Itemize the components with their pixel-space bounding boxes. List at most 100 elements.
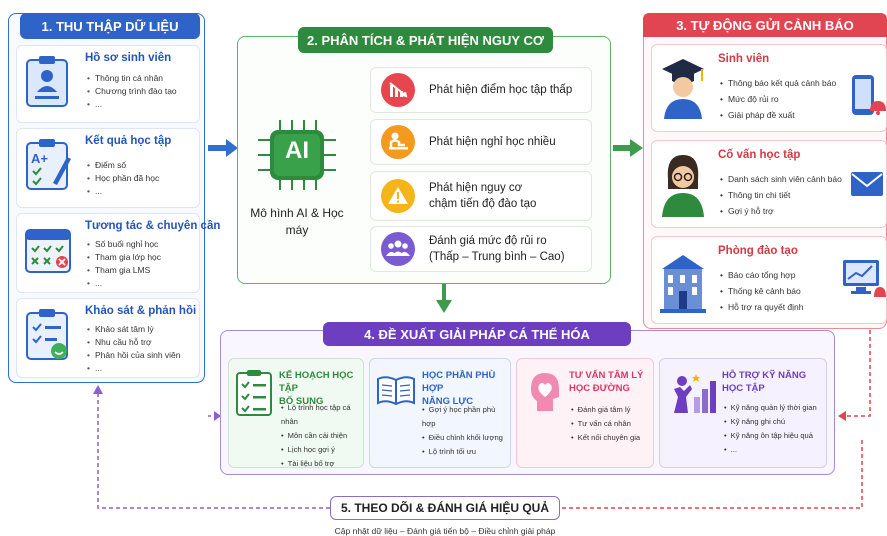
risk-low-score: Phát hiện điểm học tập thấp (370, 67, 592, 113)
card-items: Kỹ năng quản lý thời gian Kỹ năng ghi ch… (724, 401, 817, 457)
list-item: Điều chỉnh khối lượng (422, 431, 510, 445)
checklist-icon (236, 370, 272, 416)
advisor-icon (662, 155, 704, 217)
risk-text: Đánh giá mức độ rủi ro (Thấp – Trung bìn… (429, 235, 565, 263)
card-title: Sinh viên (718, 53, 770, 65)
ai-chip-label: AI (285, 137, 309, 164)
list-item: Phản hồi của sinh viên (87, 349, 181, 362)
grade-sheet-icon: A+ (26, 139, 71, 190)
risk-text: Phát hiện điểm học tập thấp (429, 84, 573, 96)
warning-icon (381, 179, 415, 213)
section5-title: 5. THEO DÕI & ĐÁNH GIÁ HIỆU QUẢ (330, 496, 560, 520)
list-item: Tham gia lớp học (87, 251, 161, 264)
card-counseling: TƯ VẤN TÂM LÝ HỌC ĐƯỜNG Đánh giá tâm lý … (516, 358, 654, 468)
list-item: ... (87, 277, 161, 290)
ai-model-label: Mô hình AI & Học máy (250, 206, 344, 237)
risk-text: Phát hiện nguy cơ chậm tiến độ đào tạo (429, 182, 537, 210)
section1-title: 1. THU THẬP DỮ LIỆU (20, 13, 200, 39)
list-item: Tài liệu bổ trợ (281, 457, 363, 471)
card-title: Kết quả học tập (85, 135, 172, 147)
section5-subtitle: Cập nhật dữ liệu – Đánh giá tiến bộ – Đi… (334, 526, 556, 536)
list-item: Lịch học gợi ý (281, 443, 363, 457)
list-item: Lộ trình tối ưu (422, 445, 510, 459)
card-survey-feedback: Khảo sát & phản hồi Khảo sát tâm lý Nhu … (16, 298, 200, 378)
list-item: Môn cần cải thiện (281, 429, 363, 443)
card-academic-results: A+ Kết quả học tập Điểm số Học phần đã h… (16, 128, 200, 208)
card-alert-office: Phòng đào tạo Báo cáo tổng hợp Thống kê … (651, 236, 887, 324)
list-item: Kỹ năng ghi chú (724, 415, 817, 429)
card-title: TƯ VẤN TÂM LÝ HỌC ĐƯỜNG (569, 370, 644, 394)
card-study-skills: HỖ TRỢ KỸ NĂNG HỌC TẬP Kỹ năng quản lý t… (659, 358, 827, 468)
card-title: Hồ sơ sinh viên (85, 52, 172, 64)
survey-clipboard-icon (26, 309, 68, 360)
id-card-icon (26, 56, 68, 107)
list-item: Học phần đã học (87, 172, 159, 185)
list-item: Kết nối chuyên gia (571, 431, 640, 445)
card-items: Danh sách sinh viên cảnh báo Thông tin c… (720, 171, 842, 219)
card-title: Phòng đào tạo (718, 245, 798, 257)
card-course-fit: HỌC PHẦN PHÙ HỢP NĂNG LỰC Gợi ý học phần… (369, 358, 511, 468)
svg-text:A+: A+ (31, 151, 48, 166)
list-item: Báo cáo tổng hợp (720, 267, 803, 283)
section3-title: 3. TỰ ĐỘNG GỬI CẢNH BÁO (643, 13, 887, 37)
calendar-icon (25, 229, 71, 273)
monitor-chart-icon (843, 260, 886, 297)
card-items: Lộ trình học tập cá nhân Môn cần cải thi… (281, 401, 363, 471)
card-items: Gợi ý học phần phù hợp Điều chỉnh khối l… (422, 403, 510, 459)
list-item: Giải pháp đề xuất (720, 107, 836, 123)
list-item: Tham gia LMS (87, 264, 161, 277)
list-item: Gợi ý hỗ trợ (720, 203, 842, 219)
heart-head-icon (531, 373, 559, 411)
card-alert-advisor: Cố vấn học tập Danh sách sinh viên cảnh … (651, 140, 887, 228)
list-item: ... (724, 443, 817, 457)
list-item: ... (87, 98, 177, 111)
group-icon (381, 232, 415, 266)
mail-icon (851, 172, 883, 196)
list-item: Thông tin chi tiết (720, 187, 842, 203)
list-item: Gợi ý học phần phù hợp (422, 403, 510, 431)
list-item: Điểm số (87, 159, 159, 172)
risk-level: Đánh giá mức độ rủi ro (Thấp – Trung bìn… (370, 226, 592, 272)
list-item: Lộ trình học tập cá nhân (281, 401, 363, 429)
desk-icon (381, 125, 415, 159)
list-item: Đánh giá tâm lý (571, 403, 640, 417)
card-items: Thông tin cá nhân Chương trình đào tạo .… (87, 72, 177, 111)
list-item: Thông tin cá nhân (87, 72, 177, 85)
list-item: Thông báo kết quả cảnh báo (720, 75, 836, 91)
card-items: Khảo sát tâm lý Nhu cầu hỗ trợ Phản hồi … (87, 323, 181, 375)
list-item: Chương trình đào tạo (87, 85, 177, 98)
card-alert-student: Sinh viên Thông báo kết quả cảnh báo Mức… (651, 44, 887, 132)
list-item: Kỹ năng quản lý thời gian (724, 401, 817, 415)
list-item: Khảo sát tâm lý (87, 323, 181, 336)
section2-title: 2. PHÂN TÍCH & PHÁT HIỆN NGUY CƠ (298, 27, 553, 53)
arrow-5-to-1 (97, 392, 330, 509)
list-item: Nhu cầu hỗ trợ (87, 336, 181, 349)
card-items: Số buổi nghỉ học Tham gia lớp học Tham g… (87, 238, 161, 290)
list-item: Danh sách sinh viên cảnh báo (720, 171, 842, 187)
list-item: Mức độ rủi ro (720, 91, 836, 107)
risk-delay: Phát hiện nguy cơ chậm tiến độ đào tạo (370, 171, 592, 221)
section4-title: 4. ĐỀ XUẤT GIẢI PHÁP CÁ THỂ HÓA (323, 322, 631, 346)
card-items: Báo cáo tổng hợp Thống kê cảnh báo Hỗ tr… (720, 267, 804, 315)
skills-growth-icon (674, 374, 716, 413)
arrow-5-to-3 (562, 440, 863, 509)
list-item: Tư vấn cá nhân (571, 417, 640, 431)
card-items: Thông báo kết quả cảnh báo Mức độ rủi ro… (720, 75, 836, 123)
chart-down-icon (381, 73, 415, 107)
card-interaction-attendance: Tương tác & chuyên cần Số buổi nghỉ học … (16, 213, 220, 293)
list-item: Số buổi nghỉ học (87, 238, 161, 251)
ai-chip-icon (258, 120, 336, 190)
graduate-icon (662, 59, 704, 119)
card-title: HỖ TRỢ KỸ NĂNG HỌC TẬP (722, 370, 807, 394)
card-items: Điểm số Học phần đã học ... (87, 159, 159, 198)
risk-text: Phát hiện nghỉ học nhiều (429, 136, 556, 148)
phone-alert-icon (852, 75, 886, 115)
book-icon (377, 376, 415, 406)
building-icon (660, 255, 706, 313)
list-item: Hỗ trợ ra quyết định (720, 299, 804, 315)
card-title: Tương tác & chuyên cần (85, 220, 221, 232)
list-item: ... (87, 362, 181, 375)
card-study-plan: KẾ HOẠCH HỌC TẬP BỔ SUNG Lộ trình học tậ… (228, 358, 364, 468)
list-item: ... (87, 185, 159, 198)
card-student-profile: Hồ sơ sinh viên Thông tin cá nhân Chương… (16, 45, 200, 123)
